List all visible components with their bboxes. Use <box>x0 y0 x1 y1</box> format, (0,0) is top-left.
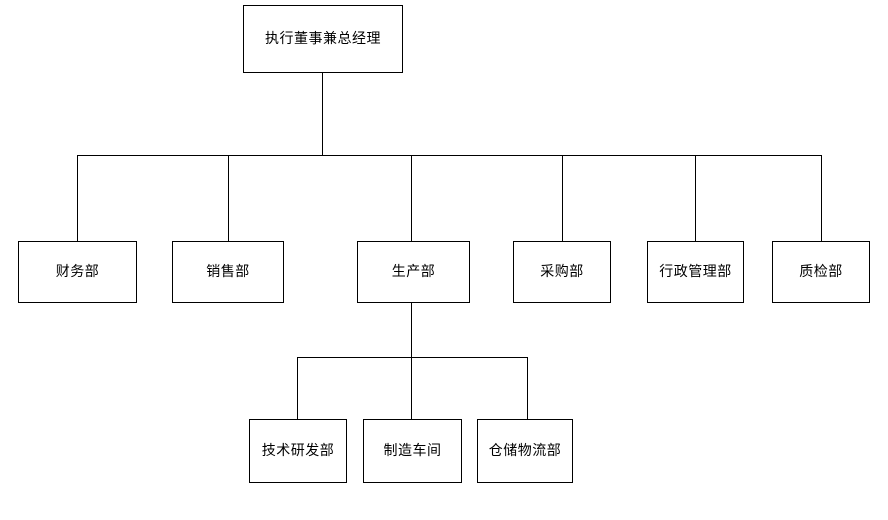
org-node-ceo[interactable]: 执行董事兼总经理 <box>243 5 403 73</box>
org-node-quality-label: 质检部 <box>799 263 843 280</box>
org-node-warehouse-label: 仓储物流部 <box>488 442 562 459</box>
org-node-production-label: 生产部 <box>391 263 436 280</box>
connector-drop-production <box>411 155 412 241</box>
org-node-administration-label: 行政管理部 <box>659 263 732 280</box>
org-node-rnd-label: 技术研发部 <box>261 442 335 459</box>
org-node-quality[interactable]: 质检部 <box>772 241 870 303</box>
org-node-sales[interactable]: 销售部 <box>172 241 284 303</box>
org-node-workshop-label: 制造车间 <box>383 442 442 459</box>
org-node-procurement-label: 采购部 <box>540 263 584 280</box>
org-node-workshop[interactable]: 制造车间 <box>363 419 462 483</box>
connector-drop-quality <box>821 155 822 241</box>
connector-drop-finance <box>77 155 78 241</box>
connector-drop-workshop <box>411 357 412 419</box>
org-node-production[interactable]: 生产部 <box>357 241 470 303</box>
connector-drop-sales <box>228 155 229 241</box>
connector-ceo-stem <box>322 73 323 155</box>
org-node-procurement[interactable]: 采购部 <box>513 241 611 303</box>
org-node-sales-label: 销售部 <box>206 263 250 280</box>
org-node-finance[interactable]: 财务部 <box>18 241 137 303</box>
connector-drop-procurement <box>562 155 563 241</box>
connector-production-stem <box>411 303 412 357</box>
connector-drop-warehouse <box>527 357 528 419</box>
org-node-rnd[interactable]: 技术研发部 <box>249 419 347 483</box>
connector-level3-bar <box>297 357 528 358</box>
org-node-ceo-label: 执行董事兼总经理 <box>265 30 381 47</box>
connector-level2-bar <box>77 155 822 156</box>
org-node-administration[interactable]: 行政管理部 <box>647 241 744 303</box>
org-node-finance-label: 财务部 <box>55 263 100 280</box>
connector-drop-rnd <box>297 357 298 419</box>
connector-drop-administration <box>695 155 696 241</box>
org-node-warehouse[interactable]: 仓储物流部 <box>477 419 573 483</box>
